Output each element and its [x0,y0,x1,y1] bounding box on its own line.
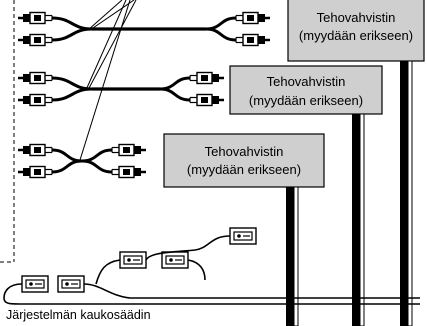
rca-cable-3 [16,143,148,179]
amplifier-sublabel: (myydään erikseen) [187,162,301,177]
amplifier-label: Tehovahvistin [267,74,346,89]
amplifier-label: Tehovahvistin [317,10,396,25]
remote-plug-icon [161,251,189,269]
amplifier-label: Tehovahvistin [205,144,284,159]
remote-plug-icon [57,275,85,293]
rca-plug-icon [16,11,54,25]
system-remote-caption: Järjestelmän kaukosäädin [6,308,151,322]
amplifier-2: Tehovahvistin (myydään erikseen) [229,65,383,115]
rca-cable-2 [16,71,226,107]
remote-plug-icon [229,227,257,245]
rca-cable-1 [16,11,272,47]
rca-plug-icon [16,71,54,85]
amplifier-3: Tehovahvistin (myydään erikseen) [163,133,325,188]
leader-lines [79,0,137,161]
amplifier-sublabel: (myydään erikseen) [249,93,363,108]
rca-plug-icon [16,93,54,107]
rca-plug-icon [16,143,54,157]
amplifier-power-cables [286,60,413,326]
rca-plug-icon [16,165,54,179]
amplifier-1: Tehovahvistin (myydään erikseen) [287,0,425,62]
remote-plug-icon [119,251,147,269]
rca-plug-icon [16,33,54,47]
remote-plug-icon [21,275,49,293]
system-remote-wiring [3,227,420,305]
amplifier-sublabel: (myydään erikseen) [299,28,413,43]
